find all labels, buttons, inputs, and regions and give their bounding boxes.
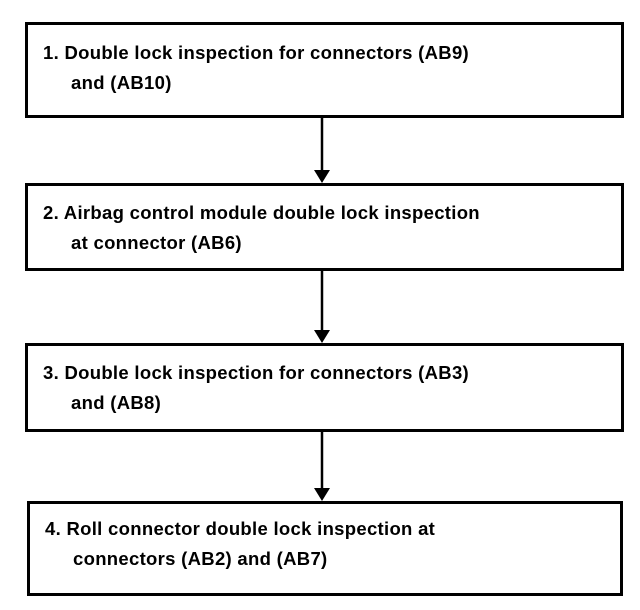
step-1-line-1: 1. Double lock inspection for connectors… [43, 42, 469, 63]
step-4-line-1: 4. Roll connector double lock inspection… [45, 518, 436, 539]
step-text-3: 3. Double lock inspection for connectors… [43, 358, 609, 418]
arrow-3-to-4 [314, 432, 330, 501]
step-box-2: 2. Airbag control module double lock ins… [25, 183, 624, 271]
arrow-2-to-3 [314, 271, 330, 343]
arrow-1-to-2 [314, 118, 330, 183]
step-3-line-2: and (AB8) [71, 392, 162, 413]
step-4-line-2: connectors (AB2) and (AB7) [73, 548, 328, 569]
step-box-3: 3. Double lock inspection for connectors… [25, 343, 624, 432]
step-text-2: 2. Airbag control module double lock ins… [43, 198, 609, 258]
step-1-line-2: and (AB10) [71, 72, 172, 93]
step-box-4: 4. Roll connector double lock inspection… [27, 501, 623, 596]
step-text-4: 4. Roll connector double lock inspection… [45, 514, 608, 574]
step-2-line-1: 2. Airbag control module double lock ins… [43, 202, 480, 223]
step-box-1: 1. Double lock inspection for connectors… [25, 22, 624, 118]
step-2-line-2: at connector (AB6) [71, 232, 242, 253]
step-text-1: 1. Double lock inspection for connectors… [43, 38, 609, 98]
step-3-line-1: 3. Double lock inspection for connectors… [43, 362, 469, 383]
